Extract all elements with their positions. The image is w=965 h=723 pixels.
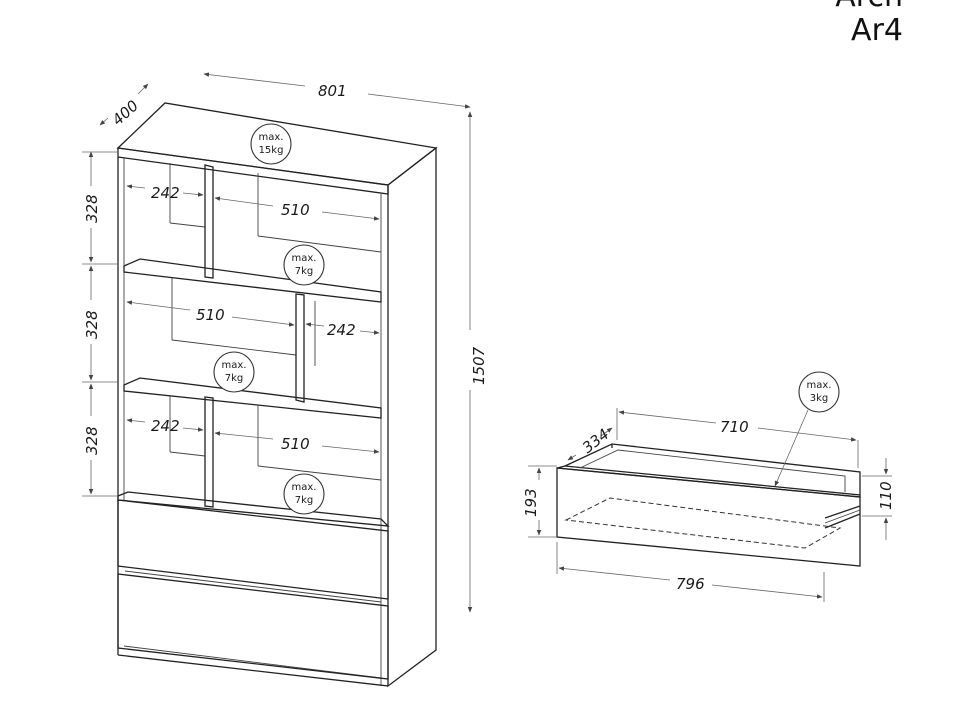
shelf-3: [117, 491, 390, 527]
cabinet-side: [387, 146, 437, 688]
divider-row1: [204, 164, 214, 279]
drawer-drawing: [556, 443, 861, 567]
load-badge-drawer: max. 3kg: [774, 371, 840, 487]
svg-text:7kg: 7kg: [225, 373, 244, 384]
dim-shelf-height-3: 328: [83, 426, 101, 455]
dim-row2-right: 242: [327, 321, 356, 339]
dim-drawer-box-height: 110: [877, 481, 895, 510]
dim-height: 1507: [470, 346, 488, 385]
shelf-1: [123, 258, 382, 303]
dim-drawer-outer-width: 796: [676, 575, 705, 593]
shelf-2: [123, 377, 382, 419]
dim-shelf-height-2: 328: [83, 310, 101, 339]
load-badge-top: max. 15kg: [250, 123, 292, 165]
svg-text:3kg: 3kg: [810, 393, 829, 404]
drawer-front-1: [117, 499, 389, 600]
product-name: Arch: [835, 0, 903, 12]
load-badge-shelf2: max. 7kg: [213, 351, 255, 393]
divider-row2: [295, 293, 305, 403]
dim-row3-right: 510: [281, 435, 310, 453]
load-badge-shelf1: max. 7kg: [283, 244, 325, 286]
svg-text:max.: max.: [807, 380, 832, 391]
svg-text:7kg: 7kg: [295, 266, 314, 277]
dim-depth: 400: [109, 97, 142, 130]
svg-text:7kg: 7kg: [295, 495, 314, 506]
cabinet-drawing: [116, 102, 438, 688]
dim-shelf-height-1: 328: [83, 194, 101, 223]
dim-width: 801: [318, 82, 347, 100]
product-code: Ar4: [851, 13, 903, 48]
divider-row3: [204, 396, 214, 508]
svg-text:max.: max.: [292, 482, 317, 493]
dim-drawer-inner-width: 710: [720, 418, 749, 436]
dim-row2-left: 510: [196, 306, 225, 324]
load-badge-shelf3: max. 7kg: [283, 473, 325, 515]
drawer-front-2: [117, 573, 389, 680]
svg-text:max.: max.: [292, 253, 317, 264]
dim-drawer-front-height: 193: [522, 488, 540, 517]
svg-text:15kg: 15kg: [259, 145, 284, 156]
drawer-dimensions: 710 334 796 193 110: [522, 408, 895, 602]
dim-row1-left: 242: [151, 184, 180, 202]
svg-text:max.: max.: [222, 360, 247, 371]
dim-row1-right: 510: [281, 201, 310, 219]
drawer-bottom-dashed: [564, 497, 842, 549]
svg-text:max.: max.: [259, 132, 284, 143]
dim-row3-left: 242: [151, 417, 180, 435]
dim-drawer-depth: 334: [579, 425, 613, 457]
